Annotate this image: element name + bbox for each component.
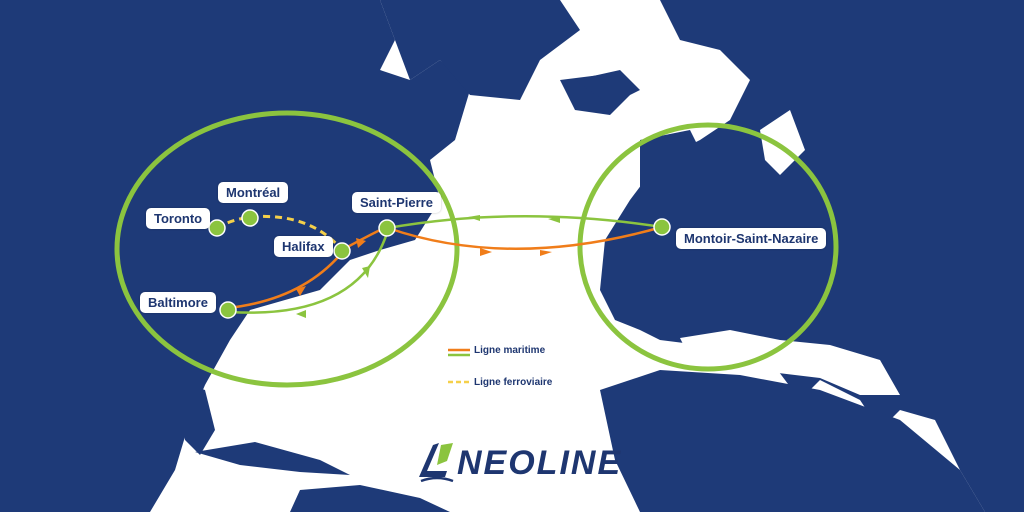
dot-baltimore xyxy=(219,301,237,319)
maritime-route-westbound xyxy=(387,215,663,230)
landmass-british-isles xyxy=(640,130,705,210)
route-arrow-baltimore xyxy=(296,286,306,296)
dot-montreal xyxy=(241,209,259,227)
maritime-route-eastbound xyxy=(387,225,663,250)
dot-saint-pierre xyxy=(378,219,396,237)
route-arrow-west-1 xyxy=(548,216,560,223)
landmass-florida xyxy=(175,380,215,455)
route-arrow-south-2 xyxy=(296,310,306,318)
maritime-route-baltimore-halifax xyxy=(227,254,341,310)
landmass-iceland xyxy=(575,70,640,105)
label-toronto: Toronto xyxy=(146,208,211,229)
landmass-south-america xyxy=(290,485,450,512)
landmass-europe xyxy=(600,0,1024,512)
mediterranean-sea xyxy=(680,330,900,395)
dot-halifax xyxy=(333,242,351,260)
region-circle-europe xyxy=(577,122,839,372)
landmass-caribbean xyxy=(195,442,350,475)
label-montoir: Montoir-Saint-Nazaire xyxy=(676,228,827,249)
landmass-africa xyxy=(600,370,985,512)
neoline-logo-icon xyxy=(419,443,454,483)
label-halifax: Halifax xyxy=(274,236,333,257)
legend-rail-label: Ligne ferroviaire xyxy=(474,377,553,388)
region-circle-north-america xyxy=(114,110,460,388)
dot-montoir xyxy=(653,218,671,236)
route-arrow-east-2 xyxy=(540,250,552,256)
label-baltimore: Baltimore xyxy=(140,292,216,313)
label-saint-pierre: Saint-Pierre xyxy=(352,192,441,213)
neoline-logo-wordmark: NEOLINE xyxy=(457,444,623,482)
route-arrow-south-1 xyxy=(362,266,370,278)
route-arrow-east-1 xyxy=(480,248,492,256)
landmass-arctic-islands xyxy=(380,0,580,100)
maritime-route-saintpierre-baltimore xyxy=(229,229,390,314)
label-montreal: Montréal xyxy=(218,182,289,203)
legend-maritime-label: Ligne maritime xyxy=(474,345,546,356)
route-arrow-halifax xyxy=(356,238,366,248)
dot-toronto xyxy=(208,219,226,237)
route-arrow-west-2 xyxy=(468,215,480,221)
landmass-north-america xyxy=(0,0,470,512)
